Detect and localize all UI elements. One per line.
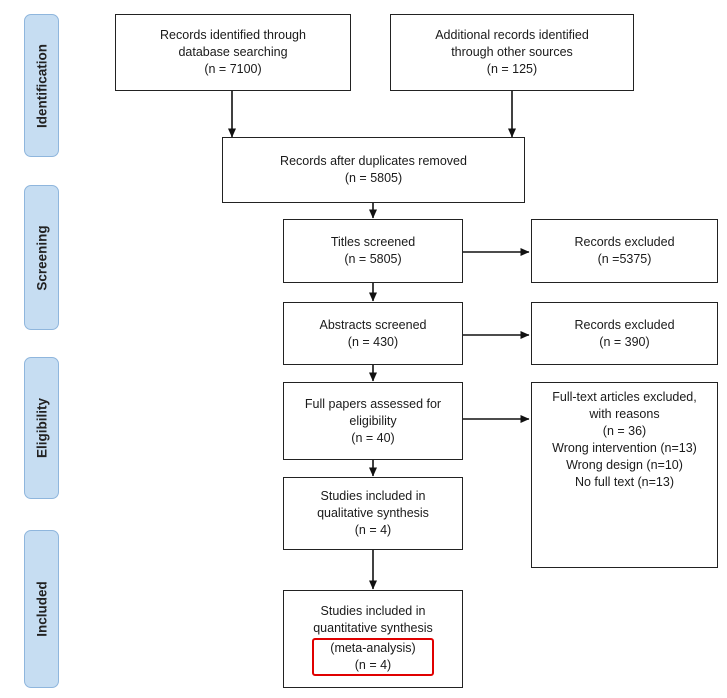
abstracts-excluded-line-1: Records excluded — [574, 317, 675, 332]
full-papers-line-2: eligibility — [349, 413, 397, 428]
phase-eligibility: Eligibility — [24, 357, 59, 499]
box-quantitative-synthesis: Studies included in quantitative synthes… — [283, 590, 463, 688]
quantitative-line-1: Studies included in — [320, 603, 426, 618]
other-sources-count: (n = 125) — [486, 62, 538, 76]
abstracts-excluded-count: (n = 390) — [599, 334, 650, 349]
titles-screened-count: (n = 5805) — [344, 252, 402, 266]
db-search-line-1: Records identified through — [160, 28, 306, 42]
abstracts-screened-line-1: Abstracts screened — [319, 317, 427, 332]
db-search-count: (n = 7100) — [204, 62, 262, 76]
other-sources-line-2: through other sources — [451, 45, 573, 59]
reason-wrong-intervention: Wrong intervention (n=13) — [552, 441, 697, 455]
phase-screening: Screening — [24, 185, 59, 330]
box-abstracts-screened: Abstracts screened (n = 430) — [283, 302, 463, 365]
box-fulltext-excluded: Full-text articles excluded, with reason… — [531, 382, 718, 568]
quantitative-count: (n = 4) — [354, 657, 392, 672]
meta-analysis-highlight: (meta-analysis) (n = 4) — [312, 637, 434, 676]
box-titles-excluded: Records excluded (n =5375) — [531, 219, 718, 283]
other-sources-line-1: Additional records identified — [435, 28, 589, 42]
titles-excluded-line-1: Records excluded — [574, 235, 675, 249]
abstracts-screened-count: (n = 430) — [347, 334, 399, 349]
duplicates-removed-count: (n = 5805) — [344, 171, 403, 185]
phase-identification: Identification — [24, 14, 59, 157]
quantitative-line-2: quantitative synthesis — [313, 620, 433, 635]
reason-wrong-design: Wrong design (n=10) — [566, 458, 683, 472]
qualitative-line-1: Studies included in — [320, 489, 426, 503]
box-duplicates-removed: Records after duplicates removed (n = 58… — [222, 137, 525, 203]
db-search-line-2: database searching — [178, 45, 288, 59]
duplicates-removed-line-1: Records after duplicates removed — [280, 154, 467, 168]
box-database-search: Records identified through database sear… — [115, 14, 351, 91]
box-qualitative-synthesis: Studies included in qualitative synthesi… — [283, 477, 463, 550]
phase-included: Included — [24, 530, 59, 688]
full-papers-line-1: Full papers assessed for — [304, 396, 442, 411]
reason-no-full-text: No full text (n=13) — [574, 475, 674, 489]
titles-excluded-count: (n =5375) — [597, 252, 652, 266]
fulltext-excluded-count: (n = 36) — [602, 424, 647, 438]
box-other-sources: Additional records identified through ot… — [390, 14, 634, 91]
qualitative-line-2: qualitative synthesis — [317, 506, 429, 520]
qualitative-count: (n = 4) — [354, 523, 392, 537]
box-titles-screened: Titles screened (n = 5805) — [283, 219, 463, 283]
fulltext-excluded-line-1: Full-text articles excluded, — [552, 390, 697, 404]
box-full-papers: Full papers assessed for eligibility (n … — [283, 382, 463, 460]
box-abstracts-excluded: Records excluded (n = 390) — [531, 302, 718, 365]
titles-screened-line-1: Titles screened — [330, 235, 416, 249]
fulltext-excluded-line-2: with reasons — [589, 407, 660, 421]
full-papers-count: (n = 40) — [351, 430, 395, 445]
quantitative-line-3: (meta-analysis) — [330, 640, 416, 655]
